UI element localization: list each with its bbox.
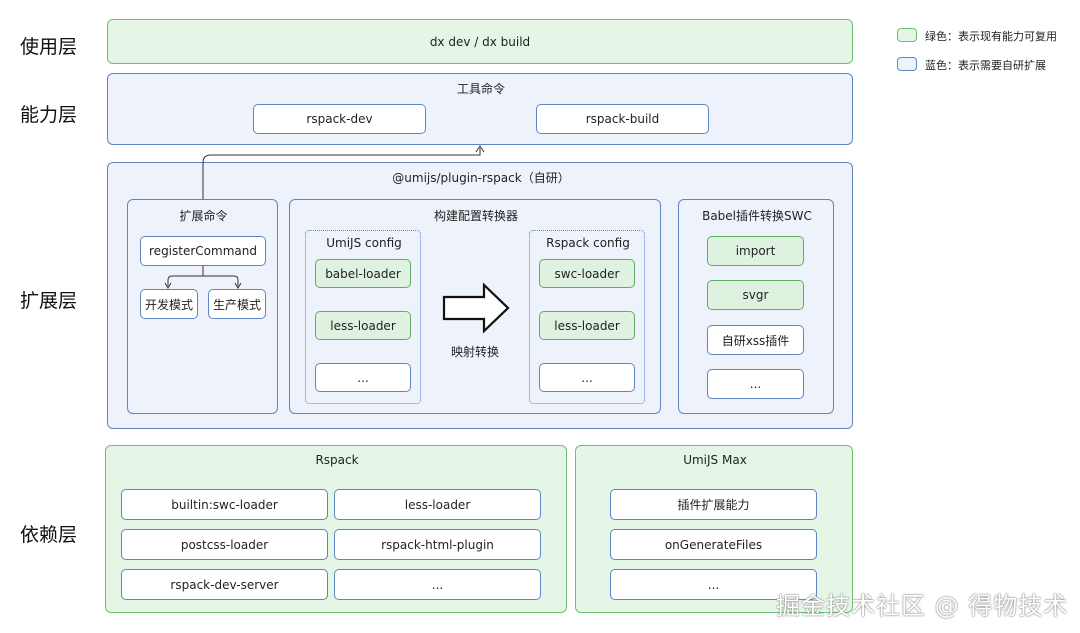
builtin-swc-loader-box: builtin:swc-loader [121,489,328,520]
svgr-plugin-box: svgr [707,280,804,310]
on-generate-files-box: onGenerateFiles [610,529,817,560]
layer-label-extension: 扩展层 [20,290,78,312]
umijs-max-ellipsis-box: ... [610,569,817,600]
prod-mode-box: 生产模式 [208,289,266,319]
layer-label-capability: 能力层 [20,104,78,126]
rspack-ellipsis-box: ... [539,363,635,392]
ext-commands-title: 扩展命令 [179,209,228,223]
babel-ellipsis-box: ... [707,369,804,399]
capability-title: 工具命令 [456,82,505,96]
capability-layer-box: 工具命令 [107,73,853,145]
swc-loader-box: swc-loader [539,259,635,288]
rspack-build-box: rspack-build [536,104,709,134]
use-layer-command: dx dev / dx build [429,34,531,49]
dep-less-loader-box: less-loader [334,489,541,520]
use-layer-box: dx dev / dx build [107,19,853,64]
rspack-config-title: Rspack config [546,236,630,250]
layer-label-dependency: 依赖层 [20,524,78,546]
dev-mode-box: 开发模式 [140,289,198,319]
extension-title: @umijs/plugin-rspack（自研） [392,171,570,185]
rspack-dependency-title: Rspack [315,453,359,467]
rspack-ellipsis-dep-box: ... [334,569,541,600]
rspack-config-group: Rspack config [529,230,645,404]
umijs-less-loader-box: less-loader [315,311,411,340]
legend-blue-text: 蓝色：表示需要自研扩展 [925,59,1046,72]
import-plugin-box: import [707,236,804,266]
ext-to-capability-arrowhead [475,145,485,153]
rspack-html-plugin-box: rspack-html-plugin [334,529,541,560]
rspack-dev-box: rspack-dev [253,104,426,134]
rspack-dev-server-box: rspack-dev-server [121,569,328,600]
umijs-config-group: UmiJS config [305,230,421,404]
umijs-config-title: UmiJS config [326,236,402,250]
rspack-less-loader-box: less-loader [539,311,635,340]
legend-blue-swatch [897,57,917,71]
babel-loader-box: babel-loader [315,259,411,288]
mapping-label: 映射转换 [450,345,499,359]
xss-plugin-box: 自研xss插件 [707,325,804,355]
legend-green-text: 绿色：表示现有能力可复用 [925,30,1057,43]
plugin-extension-box: 插件扩展能力 [610,489,817,520]
layer-label-use: 使用层 [20,36,78,58]
umijs-max-title: UmiJS Max [683,453,747,467]
postcss-loader-box: postcss-loader [121,529,328,560]
babel-swc-title: Babel插件转换SWC [702,209,812,223]
register-command-box: registerCommand [140,236,266,266]
watermark: 掘金技术社区 @ 得物技术 [776,592,1069,620]
config-converter-title: 构建配置转换器 [433,209,518,223]
umijs-ellipsis-box: ... [315,363,411,392]
legend-green-swatch [897,28,917,42]
